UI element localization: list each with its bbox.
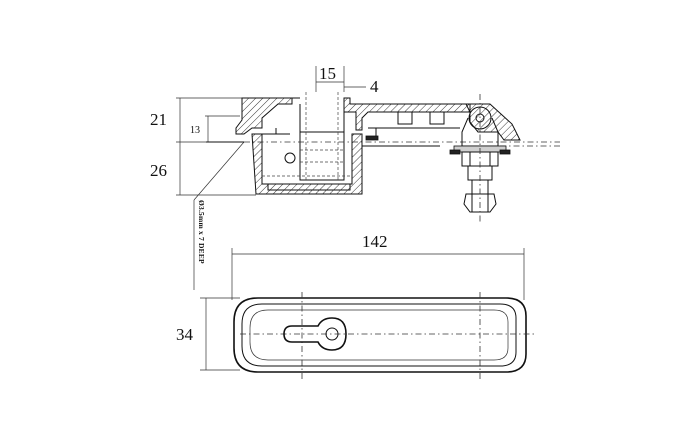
dimension-142: 142 bbox=[231, 232, 525, 300]
dim-label-142: 142 bbox=[362, 232, 388, 251]
dim-label-4: 4 bbox=[370, 77, 379, 96]
hole-note: Ø3.5mm x 7 DEEP bbox=[193, 141, 245, 290]
section-view: 15 4 21 26 13 Ø3.5mm x 7 DEEP bbox=[150, 64, 560, 290]
dim-label-15: 15 bbox=[319, 64, 336, 83]
dimension-15: 15 4 bbox=[315, 64, 379, 96]
dimension-34: 34 bbox=[176, 297, 240, 371]
latch-mechanism bbox=[449, 94, 511, 222]
panel-line bbox=[206, 141, 560, 147]
dim-label-26: 26 bbox=[150, 161, 167, 180]
dim-label-34: 34 bbox=[176, 325, 194, 344]
plan-view: 142 34 bbox=[176, 232, 534, 382]
plan-body bbox=[233, 297, 527, 373]
plan-centerlines bbox=[240, 292, 534, 382]
dim-label-21: 21 bbox=[150, 110, 167, 129]
hole-note-text: Ø3.5mm x 7 DEEP bbox=[197, 200, 206, 264]
dim-label-13: 13 bbox=[190, 125, 200, 136]
key-slot bbox=[283, 317, 347, 351]
dimension-heights: 21 26 13 bbox=[150, 97, 256, 196]
housing-details bbox=[262, 92, 460, 191]
